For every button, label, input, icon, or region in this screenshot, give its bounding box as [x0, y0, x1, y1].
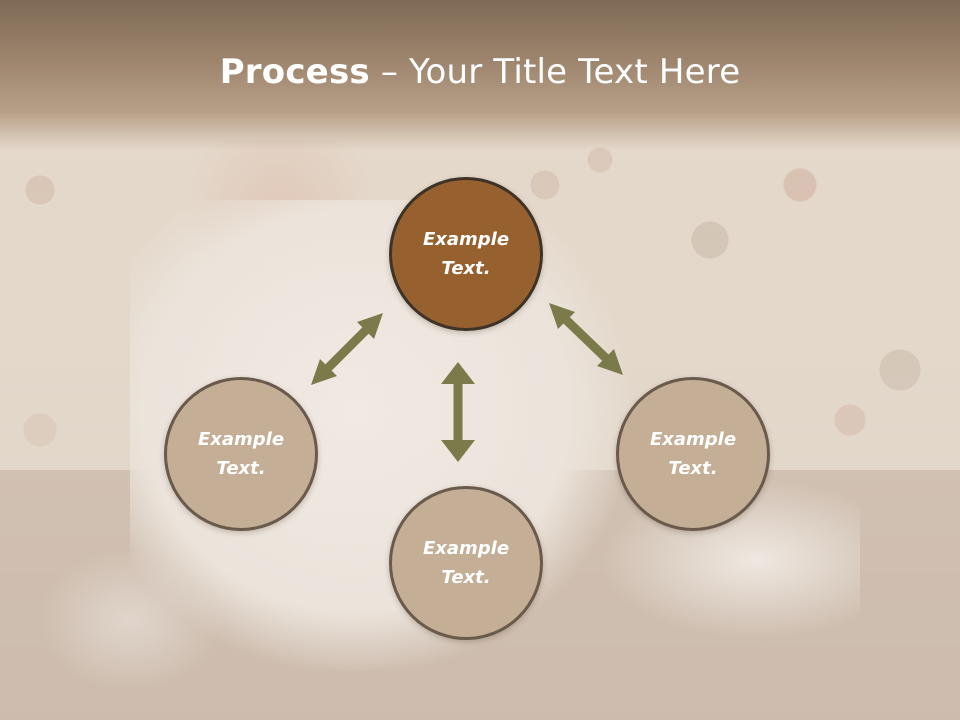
process-node-right[interactable]: Example Text.	[616, 377, 770, 531]
process-node-bottom[interactable]: Example Text.	[389, 486, 543, 640]
slide-title-rest: – Your Title Text Here	[369, 52, 741, 92]
process-node-left[interactable]: Example Text.	[164, 377, 318, 531]
arrow-top-bottom[interactable]	[441, 362, 475, 462]
arrow-top-left[interactable]	[311, 313, 383, 385]
process-node-left-label: Example Text.	[197, 429, 285, 479]
process-node-top-label: Example Text.	[422, 229, 510, 279]
title-bar	[0, 0, 960, 150]
slide-title[interactable]: Process – Your Title Text Here	[0, 52, 960, 92]
process-node-top[interactable]: Example Text.	[389, 177, 543, 331]
arrow-top-right[interactable]	[549, 303, 623, 375]
process-node-bottom-label: Example Text.	[422, 538, 510, 588]
slide-title-bold: Process	[219, 52, 370, 92]
background-pillow	[40, 550, 220, 690]
process-node-right-label: Example Text.	[649, 429, 737, 479]
